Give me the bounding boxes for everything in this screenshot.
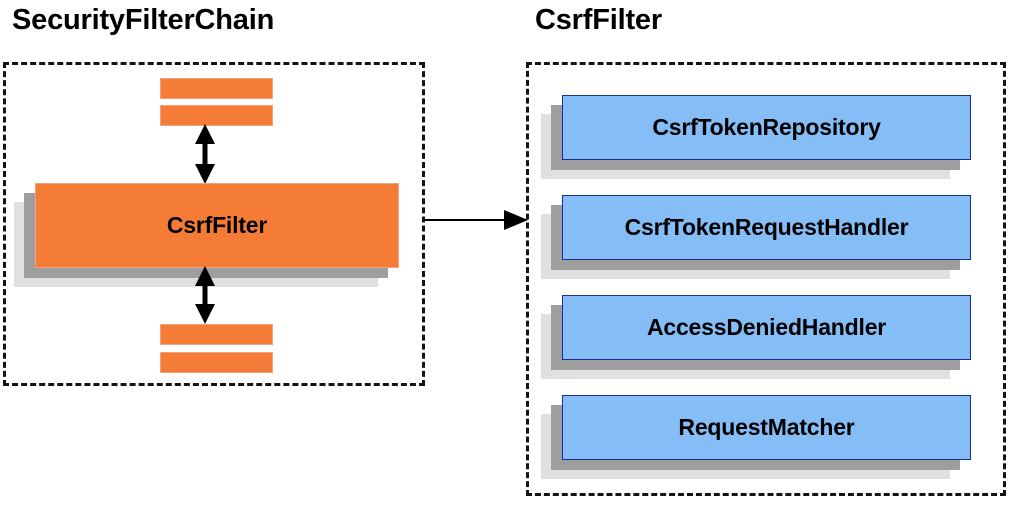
panel-security-filter-chain xyxy=(3,62,425,386)
block-request-matcher[interactable]: RequestMatcher xyxy=(541,395,971,479)
filter-bar-3 xyxy=(160,324,273,345)
connector-filter-chain-up xyxy=(195,124,215,184)
block-label: CsrfTokenRepository xyxy=(652,114,881,140)
block-access-denied-handler[interactable]: AccessDeniedHandler xyxy=(541,295,971,379)
block-csrf-token-repository[interactable]: CsrfTokenRepository xyxy=(541,95,971,179)
block-csrf-token-request-handler[interactable]: CsrfTokenRequestHandler xyxy=(541,195,971,279)
connector-csrf-filter-expansion xyxy=(424,210,528,230)
block-face: RequestMatcher xyxy=(562,395,971,460)
block-label: CsrfFilter xyxy=(166,212,268,238)
connector-filter-chain-down xyxy=(195,266,215,324)
filter-bar-4 xyxy=(160,352,273,373)
filter-bar-2 xyxy=(160,105,273,126)
block-csrf-filter[interactable]: CsrfFilter xyxy=(14,183,399,287)
panel-title-security-filter-chain: SecurityFilterChain xyxy=(12,4,275,36)
block-face: CsrfTokenRepository xyxy=(562,95,971,160)
block-label: CsrfTokenRequestHandler xyxy=(624,214,909,240)
block-face: CsrfTokenRequestHandler xyxy=(562,195,971,260)
filter-bar-1 xyxy=(160,78,273,99)
panel-title-csrf-filter: CsrfFilter xyxy=(535,4,662,36)
block-face: AccessDeniedHandler xyxy=(562,295,971,360)
block-label: RequestMatcher xyxy=(678,414,855,440)
block-face: CsrfFilter xyxy=(35,183,399,268)
panel-csrf-filter xyxy=(526,62,1006,496)
block-label: AccessDeniedHandler xyxy=(646,314,887,340)
